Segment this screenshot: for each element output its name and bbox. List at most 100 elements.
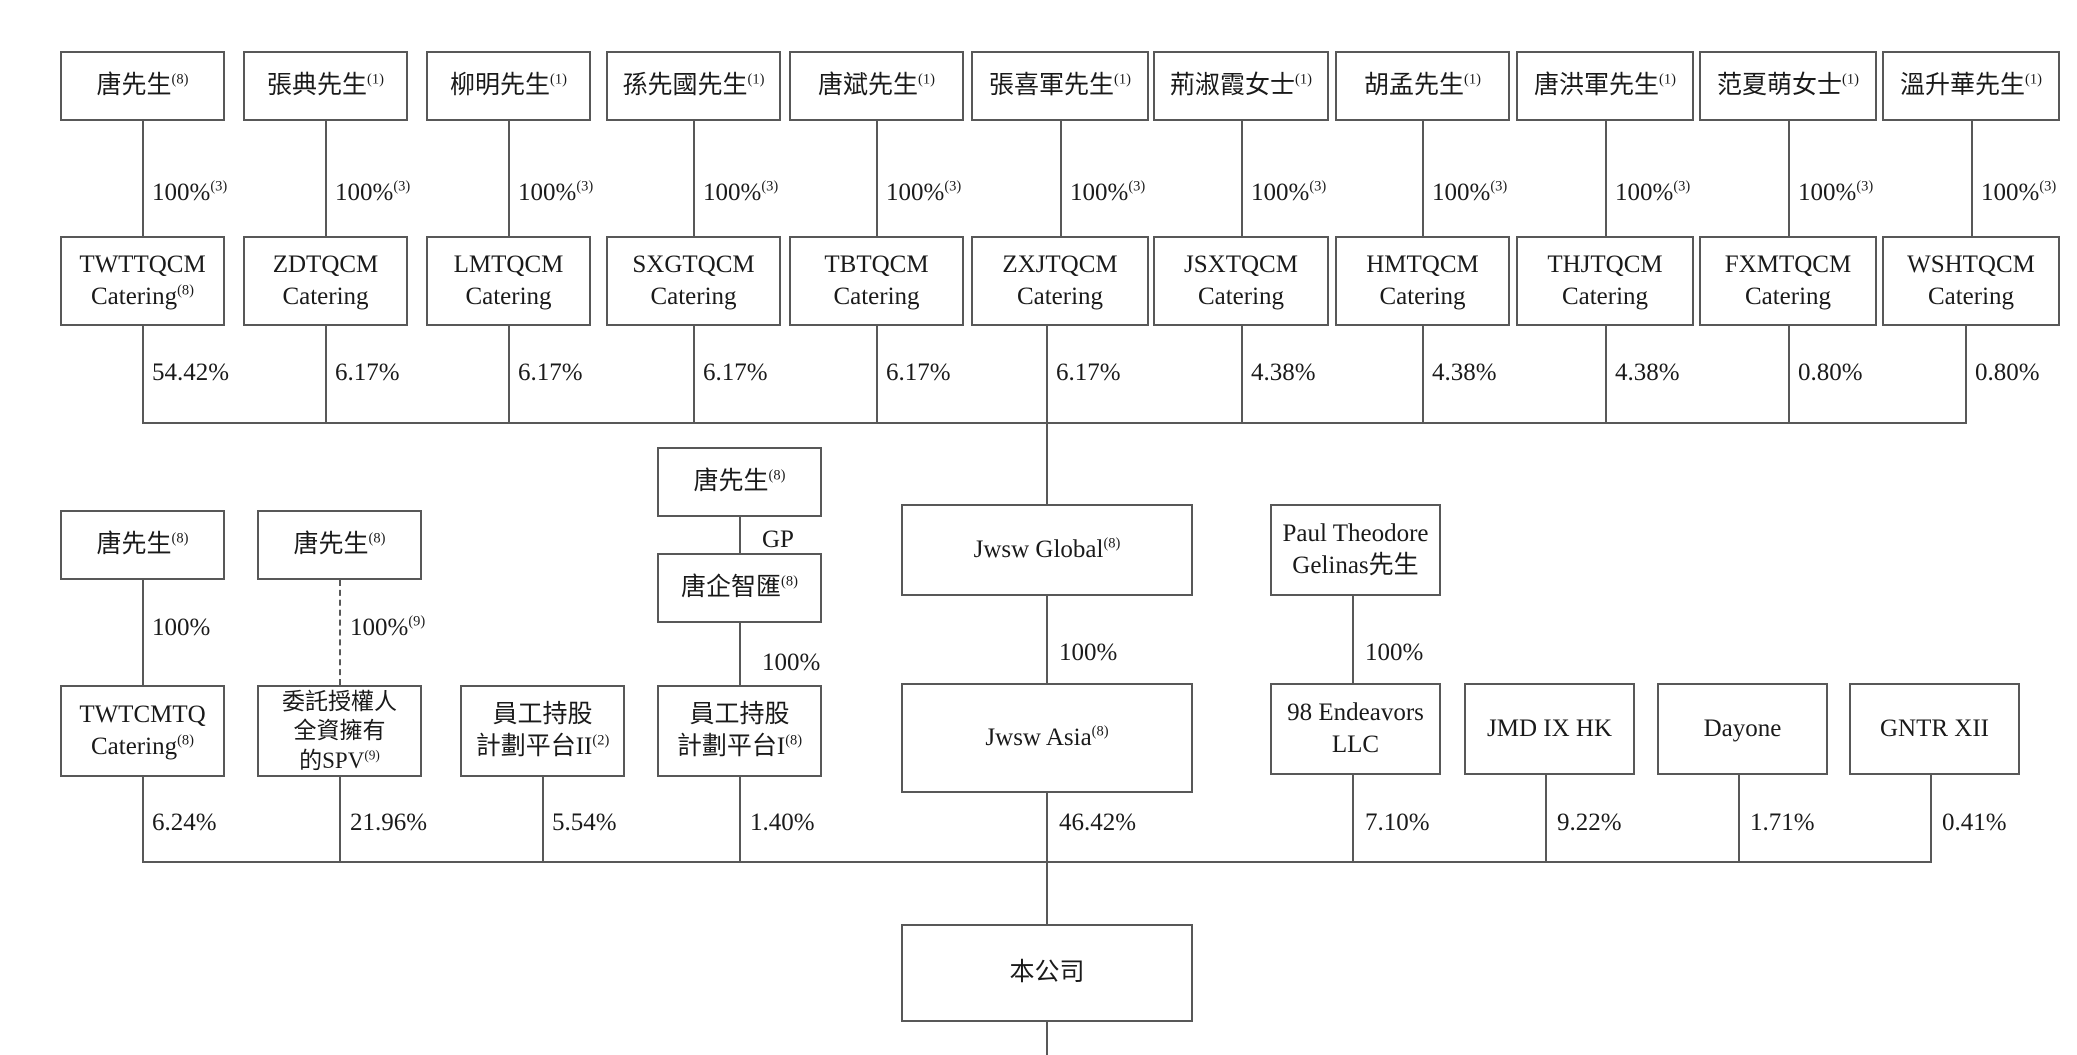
edge-ind-to-catering-5 (876, 121, 878, 236)
mid-box-jmd-ix-hk: JMD IX HK (1464, 683, 1635, 775)
edge-catering-to-bus-7 (1241, 326, 1243, 424)
pct-ind-catering-3: 100%(3) (518, 178, 594, 206)
edge-tang-b-to-spv-dashed (339, 580, 341, 685)
pct-catering-bus-1: 54.42% (152, 359, 230, 386)
bus-bar-lower (142, 861, 1932, 863)
edge-ind-to-catering-3 (508, 121, 510, 236)
individual-name: 柳明先生 (450, 72, 551, 99)
individual-name: 范夏萌女士 (1717, 72, 1843, 99)
individual-box-wenshenghua: 溫升華先生(1) (1882, 51, 2060, 121)
pct-catering-bus-3: 6.17% (518, 359, 583, 386)
individual-name: 唐斌先生 (818, 72, 919, 99)
pct-ind-catering-2: 100%(3) (335, 178, 411, 206)
pct-bus-twtcmtq: 6.24% (152, 809, 217, 836)
pct-ind-catering-11: 100%(3) (1981, 178, 2057, 206)
mid-box-twtcmtq: TWTCMTQ Catering(8) (60, 685, 225, 777)
pct-bus-dayone: 1.71% (1750, 809, 1815, 836)
catering-box-sxgtqcm: SXGTQCM Catering (606, 236, 781, 326)
edge-ind-to-catering-4 (693, 121, 695, 236)
pct-ind-catering-9: 100%(3) (1615, 178, 1691, 206)
edge-platform2-to-bus (542, 777, 544, 863)
edge-ind-to-catering-11 (1971, 121, 1973, 236)
edge-endeavors-to-bus (1352, 775, 1354, 863)
individual-box-liuming: 柳明先生(1) (426, 51, 591, 121)
footnote-marker: (1) (918, 71, 935, 88)
edge-ind-to-catering-7 (1241, 121, 1243, 236)
pct-bus-spv: 21.96% (350, 809, 428, 836)
edge-twtcmtq-to-bus (142, 777, 144, 863)
mid-box-tangqizhihui: 唐企智匯(8) (657, 553, 822, 623)
catering-box-zdtqcm: ZDTQCM Catering (243, 236, 408, 326)
pct-ind-catering-4: 100%(3) (703, 178, 779, 206)
mid-box-jwsw-global: Jwsw Global(8) (901, 504, 1193, 596)
individual-box-zhangdian: 張典先生(1) (243, 51, 408, 121)
edge-gntr-to-bus (1930, 775, 1932, 863)
pct-tang-b-spv: 100%(9) (350, 613, 426, 641)
pct-bus-platform2: 5.54% (552, 809, 617, 836)
individual-name: 孫先國先生 (622, 72, 748, 99)
edge-ind-to-catering-1 (142, 121, 144, 236)
pct-catering-bus-7: 4.38% (1251, 359, 1316, 386)
edge-catering-to-bus-4 (693, 326, 695, 424)
individual-box-tangbin: 唐斌先生(1) (789, 51, 964, 121)
edge-ind-to-catering-2 (325, 121, 327, 236)
edge-ind-to-catering-10 (1788, 121, 1790, 236)
edge-paul-to-endeavors (1352, 596, 1354, 683)
catering-box-twttqcm: TWTTQCM Catering(8) (60, 236, 225, 326)
pct-catering-bus-5: 6.17% (886, 359, 951, 386)
edge-catering-to-bus-11 (1965, 326, 1967, 424)
pct-tang-a-twtcmtq: 100% (152, 614, 211, 641)
catering-box-zxjtqcm: ZXJTQCM Catering (971, 236, 1149, 326)
pct-ind-catering-7: 100%(3) (1251, 178, 1327, 206)
edge-tang-a-to-twtcmtq (142, 580, 144, 685)
edge-jwsw-global-to-asia (1046, 596, 1048, 683)
mid-box-gntr-xii: GNTR XII (1849, 683, 2020, 775)
pct-ind-catering-5: 100%(3) (886, 178, 962, 206)
individual-name: 荊淑霞女士 (1170, 72, 1296, 99)
individual-name: 唐先生 (96, 72, 172, 99)
edge-catering-to-bus-9 (1605, 326, 1607, 424)
individual-box-humeng: 胡孟先生(1) (1335, 51, 1510, 121)
pct-jwsw-global-asia: 100% (1059, 639, 1118, 666)
footnote-marker: (8) (171, 71, 189, 88)
catering-box-fxmtqcm: FXMTQCM Catering (1699, 236, 1877, 326)
mid-box-98-endeavors: 98 Endeavors LLC (1270, 683, 1441, 775)
footnote-marker: (1) (550, 71, 567, 88)
edge-catering-to-bus-8 (1422, 326, 1424, 424)
pct-bus-platform1: 1.40% (750, 809, 815, 836)
pct-catering-bus-2: 6.17% (335, 359, 400, 386)
edge-catering-to-bus-6 (1046, 326, 1048, 504)
pct-catering-bus-10: 0.80% (1798, 359, 1863, 386)
edge-dayone-to-bus (1738, 775, 1740, 863)
edge-spv-to-bus (339, 777, 341, 863)
mid-box-jwsw-asia: Jwsw Asia(8) (901, 683, 1193, 793)
individual-box-tang-8: 唐先生(8) (60, 51, 225, 121)
footnote-marker: (1) (1464, 71, 1481, 88)
edge-ind-to-catering-6 (1060, 121, 1062, 236)
catering-box-tbtqcm: TBTQCM Catering (789, 236, 964, 326)
individual-name: 張喜軍先生 (989, 72, 1115, 99)
footnote-marker: (1) (1114, 71, 1131, 88)
mid-box-platform1: 員工持股 計劃平台I(8) (657, 685, 822, 777)
edge-jmd-to-bus (1545, 775, 1547, 863)
edge-jwsw-asia-to-company (1046, 793, 1048, 924)
footnote-marker: (1) (367, 71, 384, 88)
edge-catering-to-bus-5 (876, 326, 878, 424)
footnote-marker: (1) (1659, 71, 1676, 88)
footnote-marker: (1) (2025, 71, 2042, 88)
pct-catering-bus-11: 0.80% (1975, 359, 2040, 386)
mid-box-tang-gp: 唐先生(8) (657, 447, 822, 517)
individual-name: 胡孟先生 (1364, 72, 1465, 99)
individual-box-sunxianguo: 孫先國先生(1) (606, 51, 781, 121)
pct-ind-catering-1: 100%(3) (152, 178, 228, 206)
edge-company-down (1046, 1022, 1048, 1055)
edge-tangqi-to-platform1 (739, 623, 741, 685)
edge-tang-gp-to-tangqi (739, 517, 741, 553)
pct-catering-bus-4: 6.17% (703, 359, 768, 386)
pct-ind-catering-8: 100%(3) (1432, 178, 1508, 206)
catering-box-thjtqcm: THJTQCM Catering (1516, 236, 1694, 326)
company-box: 本公司 (901, 924, 1193, 1022)
pct-bus-jmd: 9.22% (1557, 809, 1622, 836)
mid-box-tang-b: 唐先生(8) (257, 510, 422, 580)
